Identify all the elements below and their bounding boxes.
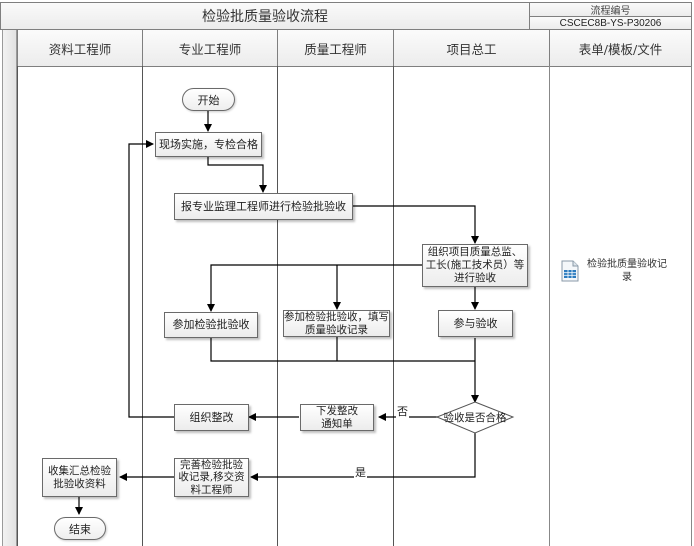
decision-label: 验收是否合格 [443, 411, 507, 424]
swimlane-pool-strip [2, 30, 17, 546]
lane-header-specialist-engineer: 专业工程师 [142, 30, 278, 67]
process-organize-inspection: 组织项目质量总监、工长(施工技术员）等进行验收 [422, 244, 528, 287]
process-report-supervisor: 报专业监理工程师进行检验批验收 [174, 193, 353, 220]
process-issue-notice: 下发整改通知单 [300, 404, 374, 431]
process-collect-data: 收集汇总检验批验收资料 [42, 458, 117, 497]
lane-header-data-engineer: 资料工程师 [17, 30, 143, 67]
lane-header-quality-engineer: 质量工程师 [277, 30, 394, 67]
edge-organize-to-join-specialist [207, 264, 422, 312]
process-participate: 参与验收 [438, 310, 513, 337]
lane-specialist-engineer [142, 66, 278, 546]
process-organize-rectify: 组织整改 [174, 404, 249, 431]
lane-data-engineer [17, 66, 143, 546]
lane-forms [549, 66, 692, 546]
edge-label-yes: 是 [354, 464, 367, 480]
edge-implement-to-report [207, 157, 267, 193]
process-code-value: CSCEC8B-YS-P30206 [529, 16, 692, 30]
decision-diamond [435, 401, 515, 434]
document-label[interactable]: 检验批质量验收记录 [587, 259, 667, 283]
edge-report-to-organize [353, 205, 479, 244]
process-join-inspection-specialist: 参加检验批验收 [164, 312, 258, 338]
flowchart-title: 检验批质量验收流程 [0, 2, 530, 30]
spreadsheet-document-icon[interactable] [561, 260, 579, 282]
lane-chief-engineer [393, 66, 550, 546]
process-complete-records: 完善检验批验收记录,移交资料工程师 [174, 458, 249, 497]
process-site-implement: 现场实施，专检合格 [155, 132, 262, 157]
start-terminator: 开始 [182, 88, 235, 111]
edge-label-no: 否 [396, 403, 409, 419]
edge-rectify-loop [128, 140, 174, 418]
edge-decision-yes [250, 432, 476, 481]
edge-join-merge [210, 338, 475, 362]
process-join-inspection-quality: 参加检验批验收，填写质量验收记录 [283, 310, 390, 337]
lane-quality-engineer [277, 66, 394, 546]
lane-header-chief-engineer: 项目总工 [393, 30, 550, 67]
lane-header-forms: 表单/模板/文件 [549, 30, 692, 67]
end-terminator: 结束 [54, 517, 106, 540]
